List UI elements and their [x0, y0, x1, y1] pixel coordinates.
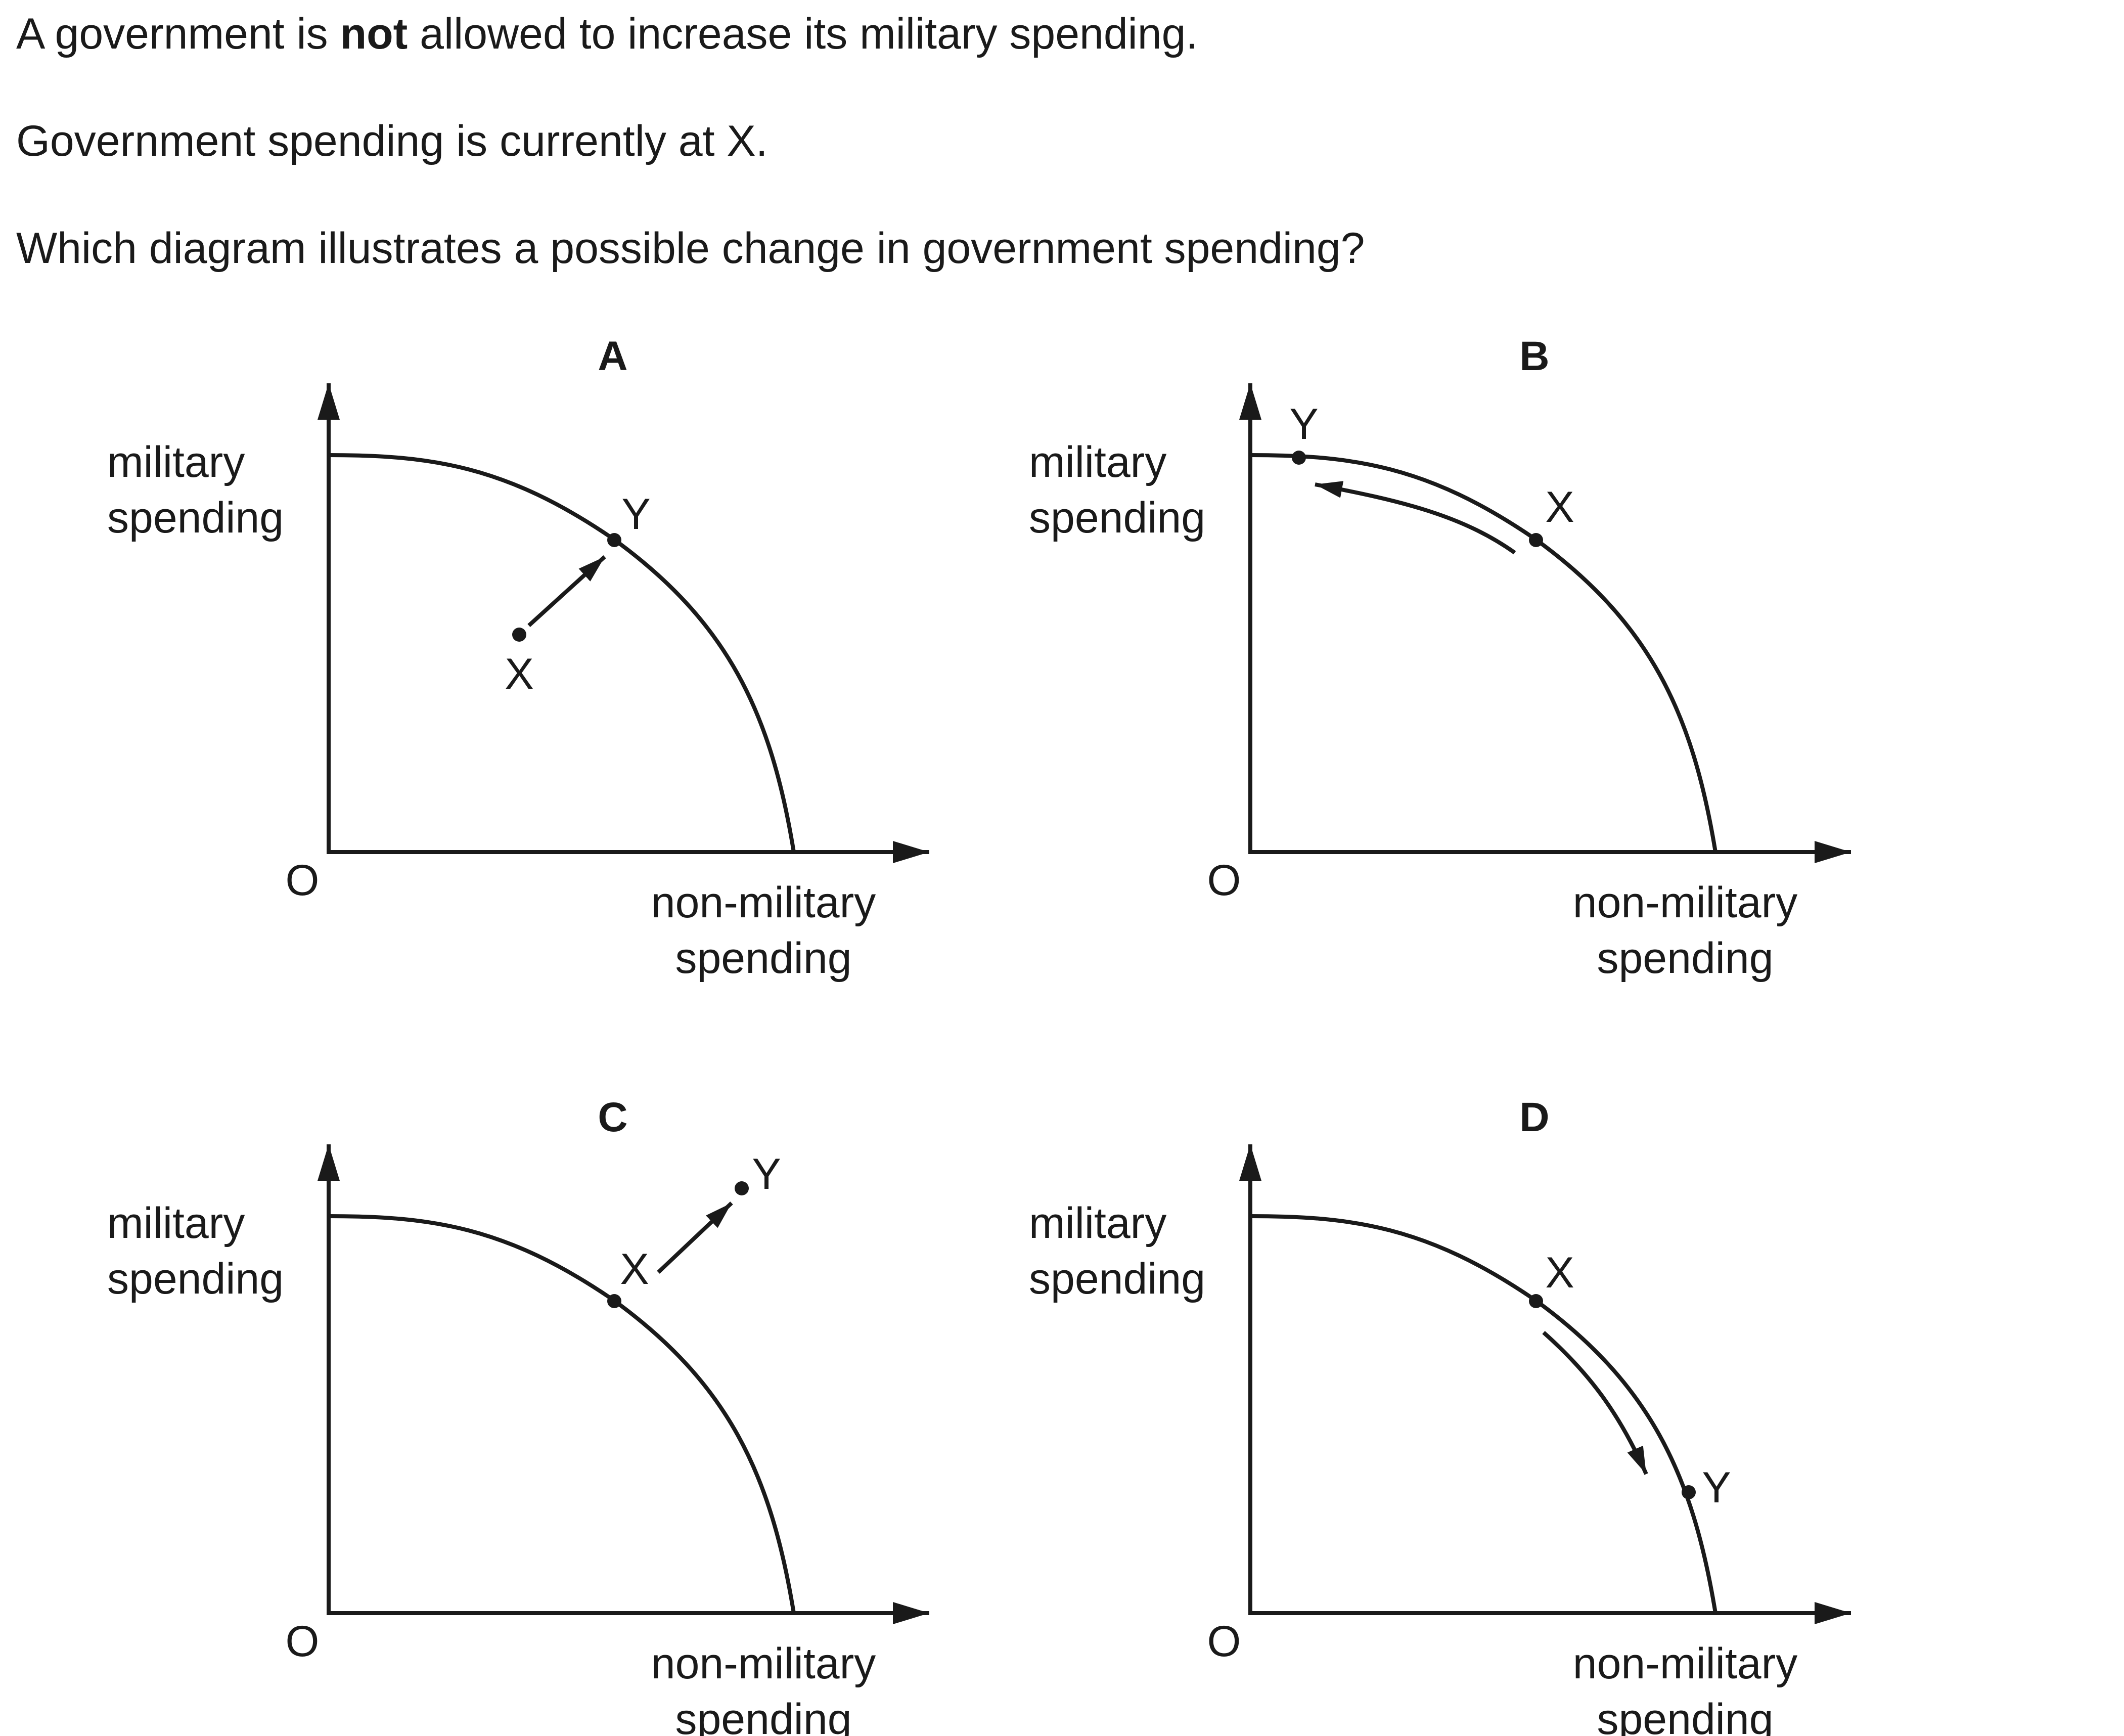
- production-possibility-curve: [1250, 1214, 1718, 1614]
- y-axis-label-line-2: spending: [107, 494, 284, 542]
- x-axis-label-line-2: spending: [675, 1695, 851, 1736]
- y-axis-label-line-2: spending: [1029, 1255, 1205, 1303]
- point-y-label: Y: [1289, 400, 1318, 449]
- point-x-label: X: [505, 650, 533, 698]
- option-letter: A: [598, 333, 627, 379]
- origin-label: O: [1207, 856, 1241, 905]
- diagram-b: B military spending O non-military spend…: [1029, 333, 1851, 983]
- movement-arrow: [657, 1201, 733, 1274]
- origin-label: O: [1207, 1617, 1241, 1666]
- point-x-label: X: [1545, 1249, 1574, 1297]
- diagram-c: C military spending O non-military spend…: [107, 1094, 929, 1736]
- origin-label: O: [286, 1617, 320, 1666]
- point-x: [512, 628, 526, 642]
- x-axis-label-line-1: non-military: [651, 1639, 876, 1688]
- y-axis-label-line-1: military: [1029, 438, 1166, 486]
- diagram-d: D military spending O non-military spend…: [1029, 1094, 1851, 1736]
- option-letter: D: [1519, 1094, 1549, 1140]
- point-x: [607, 1294, 621, 1308]
- question-text: allowed to increase its military spendin…: [408, 10, 1198, 58]
- y-axis-label-line-1: military: [107, 438, 245, 486]
- production-possibility-curve: [1250, 453, 1718, 853]
- option-letter: C: [598, 1094, 627, 1140]
- point-y: [1292, 451, 1306, 465]
- question-line-1: A government is not allowed to increase …: [16, 12, 1198, 56]
- option-letter: B: [1519, 333, 1549, 379]
- point-y: [607, 533, 621, 547]
- x-axis-label-line-2: spending: [675, 934, 851, 983]
- x-axis-label-line-2: spending: [1597, 934, 1773, 983]
- y-axis-label-line-1: military: [107, 1199, 245, 1248]
- movement-arrow: [1315, 481, 1516, 555]
- x-axis-label-line-1: non-military: [1573, 878, 1797, 927]
- question-text: A government is: [16, 10, 340, 58]
- x-axis-label-line-1: non-military: [651, 878, 876, 927]
- point-x: [1529, 1294, 1543, 1308]
- point-y: [735, 1181, 749, 1195]
- question-emphasis: not: [340, 10, 408, 58]
- production-possibility-curve: [328, 453, 796, 853]
- y-axis-label-line-1: military: [1029, 1199, 1166, 1248]
- point-y-label: Y: [621, 490, 650, 539]
- question-line-3: Which diagram illustrates a possible cha…: [16, 224, 1365, 273]
- movement-arrow: [527, 555, 606, 627]
- y-axis-label-line-2: spending: [107, 1255, 284, 1303]
- x-axis-label-line-1: non-military: [1573, 1639, 1797, 1688]
- x-axis-label-line-2: spending: [1597, 1695, 1773, 1736]
- origin-label: O: [286, 856, 320, 905]
- point-x: [1529, 533, 1543, 547]
- point-x-label: X: [1545, 483, 1574, 531]
- diagram-a: A military spending O non-military spend…: [107, 333, 929, 983]
- point-x-label: X: [620, 1245, 649, 1294]
- question-line-2: Government spending is currently at X.: [16, 117, 768, 165]
- point-y-label: Y: [752, 1150, 781, 1198]
- production-possibility-curve: [328, 1214, 796, 1614]
- point-y: [1682, 1485, 1696, 1499]
- y-axis-label-line-2: spending: [1029, 494, 1205, 542]
- movement-arrow: [1542, 1331, 1648, 1475]
- point-y-label: Y: [1702, 1463, 1731, 1512]
